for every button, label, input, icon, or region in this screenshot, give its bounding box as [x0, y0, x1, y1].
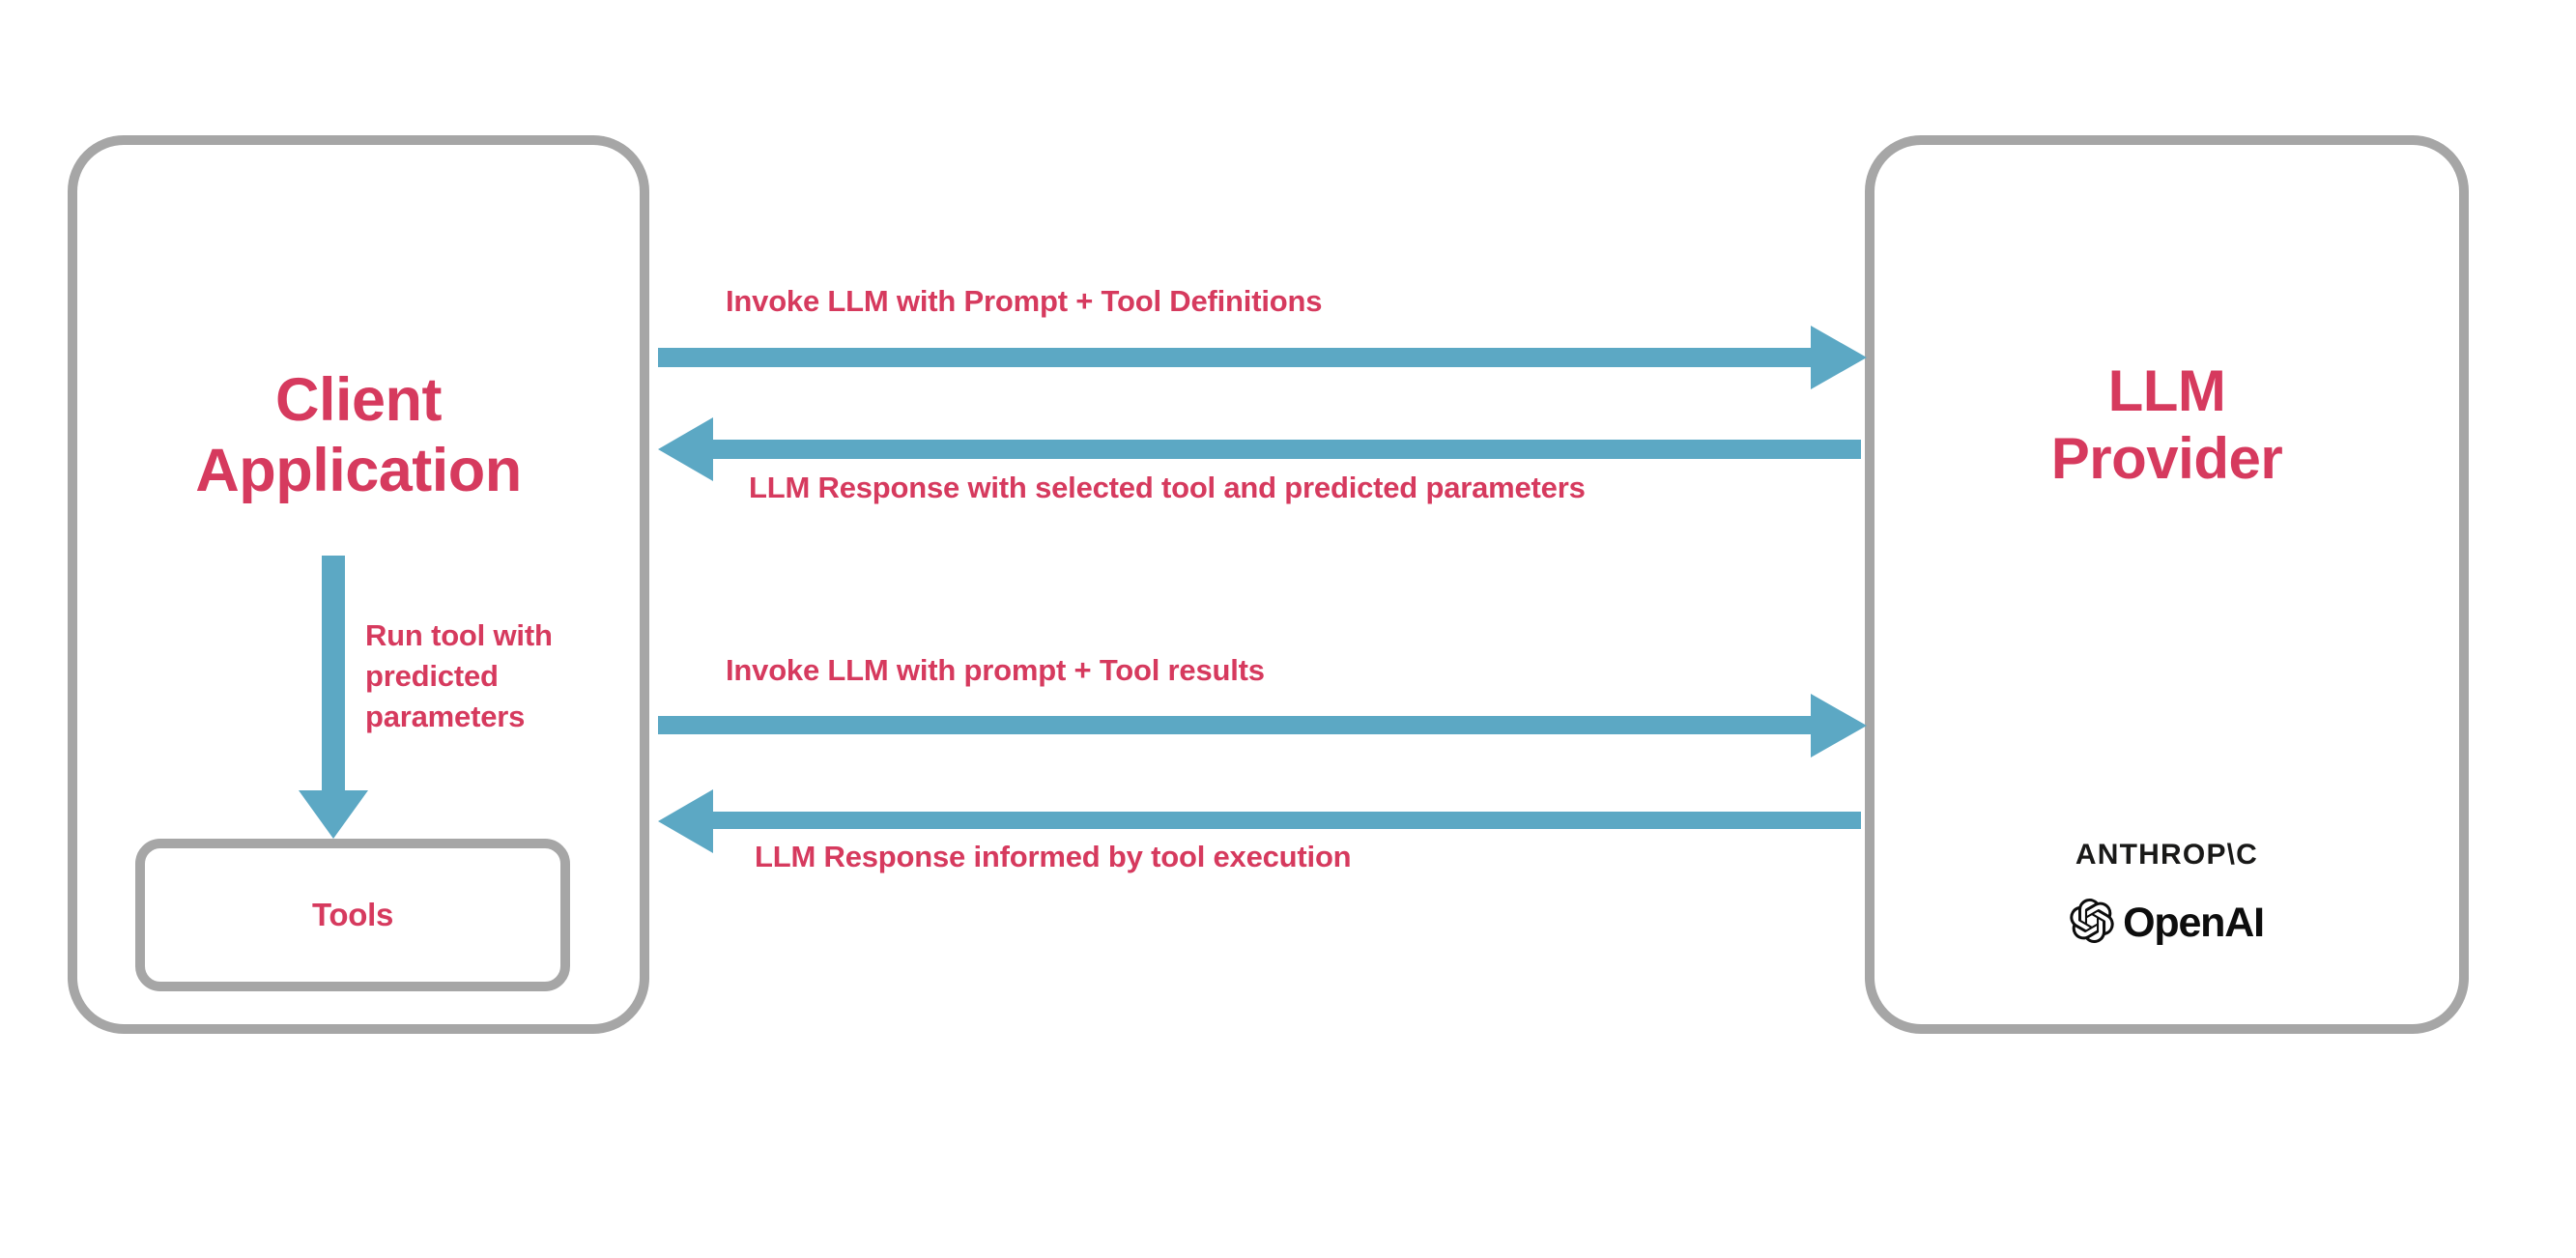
anthropic-logo: ANTHROP\C [2075, 839, 2259, 871]
llm-provider-box [1865, 135, 2469, 1034]
arrow-invoke-llm-tool-results [658, 694, 1867, 758]
openai-wordmark: OpenAI [2123, 900, 2265, 946]
client-title-line-1: Client [274, 366, 443, 434]
client-application-title: Client Application [77, 365, 640, 506]
provider-title-line-1: LLM [2107, 358, 2226, 423]
arrow-label-llm-response-selected-tool: LLM Response with selected tool and pred… [749, 471, 1586, 504]
arrow-label-invoke-llm-tool-results: Invoke LLM with prompt + Tool results [726, 653, 1265, 687]
arrow-label-invoke-llm-tool-definitions: Invoke LLM with Prompt + Tool Definition… [726, 284, 1323, 318]
provider-title-line-2: Provider [2050, 425, 2283, 491]
arrow-label-llm-response-tool-execution: LLM Response informed by tool execution [755, 840, 1352, 873]
openai-logo: OpenAI [1875, 899, 2459, 948]
tools-label: Tools [311, 897, 394, 932]
arrow-invoke-llm-tool-definitions [658, 326, 1867, 389]
tools-box: Tools [135, 839, 570, 991]
client-title-line-2: Application [195, 437, 522, 505]
arrow-label-run-tool: Run tool with predicted parameters [365, 618, 553, 733]
openai-swirl-icon [2070, 899, 2114, 948]
llm-provider-title: LLM Provider [1875, 357, 2459, 492]
